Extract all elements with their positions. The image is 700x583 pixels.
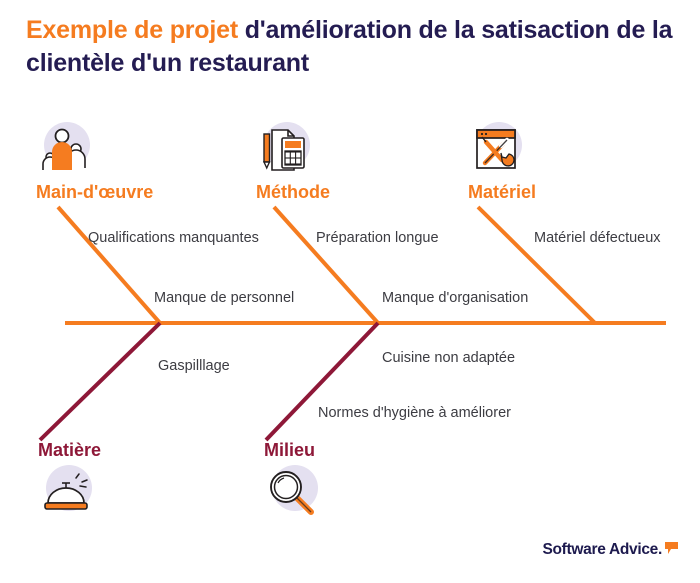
fishbone-rib-milieu	[264, 321, 380, 442]
cause-label: Cuisine non adaptée	[382, 350, 516, 366]
logo-wordmark: Software Advice.	[542, 541, 662, 558]
category-label: Matière	[38, 440, 102, 460]
fishbone-rib-matiere	[38, 321, 162, 442]
cause-label: Préparation longue	[316, 230, 439, 246]
page-title-rest: d'amélioration de la satisaction de la c…	[26, 16, 673, 77]
page-title: Exemple de projet d'amélioration de la s…	[26, 14, 676, 80]
tools-wrench-screwdriver-icon	[468, 122, 526, 180]
cause-label: Qualifications manquantes	[88, 230, 259, 246]
page-title-accent: Exemple de projet	[26, 16, 238, 44]
cause-label: Matériel défectueux	[534, 230, 661, 246]
category-materiel[interactable]: Matériel	[468, 122, 678, 203]
category-methode[interactable]: Méthode	[256, 122, 466, 203]
cause-label: Normes d'hygiène à améliorer	[318, 405, 511, 421]
category-label: Milieu	[264, 440, 316, 460]
category-label: Main-d'œuvre	[36, 182, 154, 202]
fishbone-rib-methode	[272, 205, 380, 325]
category-main-doeuvre[interactable]: Main-d'œuvre	[36, 122, 246, 203]
document-calculator-pencil-icon	[256, 122, 314, 180]
category-label: Matériel	[468, 182, 537, 202]
category-label: Méthode	[256, 182, 330, 202]
magnifying-glass-icon	[264, 465, 322, 523]
cause-label: Manque d'organisation	[382, 290, 529, 306]
speech-bubble-icon	[665, 542, 678, 554]
cause-label: Gaspilllage	[158, 358, 230, 374]
service-bell-icon	[38, 465, 96, 523]
fishbone-rib-materiel	[476, 205, 597, 325]
fishbone-rib-main-doeuvre	[56, 205, 162, 325]
cause-label: Manque de personnel	[154, 290, 295, 306]
category-milieu[interactable]: Milieu	[264, 438, 474, 523]
workforce-people-icon	[36, 122, 94, 180]
software-advice-logo[interactable]: Software Advice.	[542, 541, 678, 559]
category-matiere[interactable]: Matière	[38, 438, 248, 523]
